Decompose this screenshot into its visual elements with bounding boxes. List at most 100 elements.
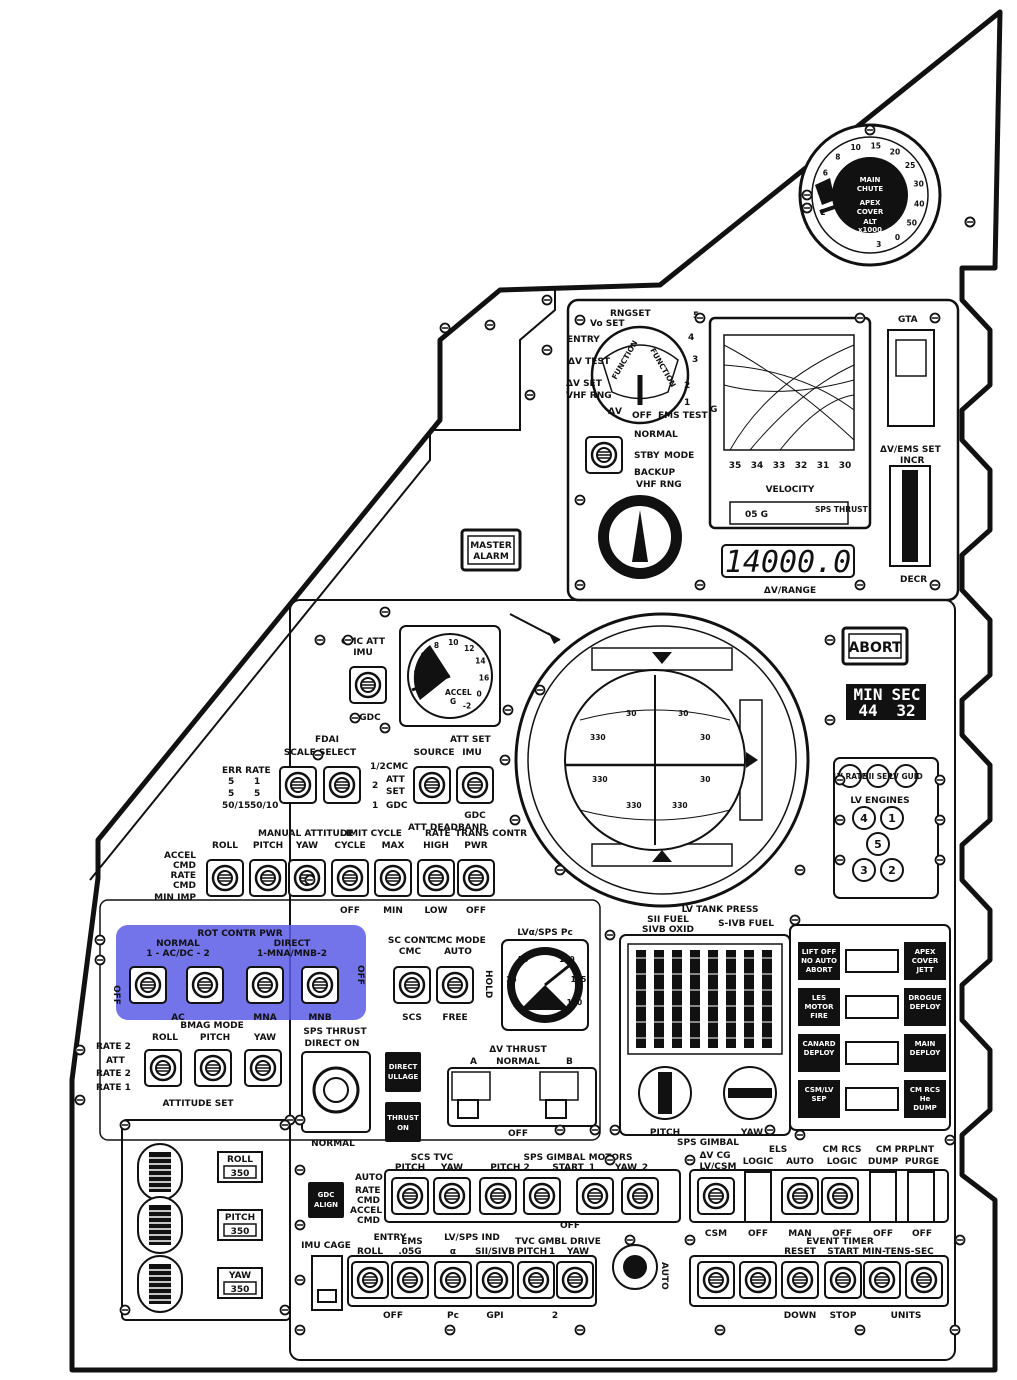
- cm-prplnt-purge-switch[interactable]: [907, 1171, 935, 1223]
- screw-icon: [934, 854, 946, 866]
- fdai-r2: 5: [228, 789, 234, 799]
- fdai-scale-toggle-2[interactable]: [322, 765, 362, 805]
- els-light-right-text: COVER: [912, 957, 939, 965]
- cm-prplnt-dump-switch[interactable]: [869, 1171, 897, 1223]
- fdai-att-set-toggle[interactable]: [455, 765, 495, 805]
- cmc-att-toggle[interactable]: [348, 665, 388, 705]
- gimbal-yaw1-toggle[interactable]: [575, 1176, 615, 1216]
- tank-meter-bar: [744, 950, 754, 1048]
- fdai-scale-toggle-1[interactable]: [278, 765, 318, 805]
- altimeter-tick: 10: [850, 143, 860, 152]
- manual-attitude-toggle[interactable]: [416, 858, 456, 898]
- screw-icon: [574, 494, 586, 506]
- screw-icon: [534, 684, 546, 696]
- ems-mode-toggle[interactable]: [584, 435, 624, 475]
- entry-05g-toggle[interactable]: [390, 1260, 430, 1300]
- dv-thrust-title: ΔV THRUST: [489, 1045, 547, 1055]
- screw-icon: [541, 344, 553, 356]
- event-timer-min-toggle[interactable]: [862, 1260, 902, 1300]
- cmc-mode-toggle[interactable]: [435, 965, 475, 1005]
- rot-contr-mnb-toggle[interactable]: [300, 965, 340, 1005]
- accel-tick: 0: [477, 690, 482, 699]
- rot-contr-ac-1-toggle[interactable]: [128, 965, 168, 1005]
- direct-ullage-button[interactable]: DIRECT ULLAGE: [385, 1052, 421, 1092]
- yaw-thumbwheel[interactable]: [137, 1255, 183, 1313]
- manual-attitude-toggle[interactable]: [205, 858, 245, 898]
- manual-attitude-left-label: ACCEL: [164, 851, 196, 861]
- scs-tvc-pitch-toggle[interactable]: [390, 1176, 430, 1216]
- els-switch-guard[interactable]: [845, 995, 899, 1019]
- screw-icon: [444, 1324, 456, 1336]
- bmag-mode-group: BMAG MODE ROLL PITCH YAW RATE 2 ATT RATE…: [96, 1021, 283, 1109]
- cm-rcs-logic-toggle[interactable]: [820, 1176, 860, 1216]
- gimbal-pitch2-toggle[interactable]: [478, 1176, 518, 1216]
- attitude-readout-label: YAW: [228, 1271, 251, 1281]
- fdai-source: SOURCE: [413, 748, 454, 758]
- els-switch-guard[interactable]: [845, 1087, 899, 1111]
- fdai-ball: 30 30 330 30 330 30 330 330: [509, 612, 810, 908]
- manual-attitude-toggle[interactable]: [373, 858, 413, 898]
- sc-cont-toggle[interactable]: [392, 965, 432, 1005]
- abort-light: ABORT: [841, 626, 909, 666]
- lv-engines-title: LV ENGINES: [850, 796, 909, 806]
- accel-tick: 16: [479, 673, 489, 682]
- screw-icon: [342, 634, 354, 646]
- roll-thumbwheel[interactable]: [137, 1143, 183, 1201]
- event-timer-start-toggle[interactable]: [823, 1260, 863, 1300]
- entry-bottom-off: OFF: [383, 1311, 403, 1321]
- bmag-roll-toggle[interactable]: [143, 1048, 183, 1088]
- event-timer-title: EVENT TIMER: [806, 1237, 874, 1247]
- accel-label: ACCEL: [445, 688, 472, 697]
- event-timer-toggle-2[interactable]: [738, 1260, 778, 1300]
- gimbal-pitch1-toggle[interactable]: [522, 1176, 562, 1216]
- fdai-source-toggle[interactable]: [412, 765, 452, 805]
- els-switch-guard[interactable]: [845, 949, 899, 973]
- event-timer-units: UNITS: [891, 1311, 922, 1321]
- tvc-yaw-toggle[interactable]: [555, 1260, 595, 1300]
- fdai-r1: 5: [228, 777, 234, 787]
- els-switch-guard[interactable]: [845, 1041, 899, 1065]
- altimeter-tick: 6: [823, 169, 828, 178]
- rot-contr-ac-2-toggle[interactable]: [185, 965, 225, 1005]
- tvc-pitch-toggle[interactable]: [516, 1260, 556, 1300]
- fdai-one: 1: [372, 801, 378, 811]
- bmag-yaw-toggle[interactable]: [243, 1048, 283, 1088]
- thrust-on-button[interactable]: THRUST ON: [385, 1102, 421, 1142]
- els-logic-switch[interactable]: [744, 1171, 772, 1223]
- imu-cage-label: IMU CAGE: [301, 1241, 351, 1251]
- entry-sii-sivb-toggle[interactable]: [475, 1260, 515, 1300]
- entry-auto-label: AUTO: [659, 1262, 669, 1290]
- rot-contr-mna-toggle[interactable]: [245, 965, 285, 1005]
- ems-dv-test-label: ΔV TEST: [568, 357, 611, 367]
- scs-tvc-yaw-toggle[interactable]: [432, 1176, 472, 1216]
- event-timer-reset-toggle[interactable]: [780, 1260, 820, 1300]
- dv-thrust-b-switch[interactable]: [545, 1099, 567, 1119]
- event-timer-sec-toggle[interactable]: [904, 1260, 944, 1300]
- dv-thrust-a-switch[interactable]: [457, 1099, 479, 1119]
- screw-icon: [694, 579, 706, 591]
- rate-low: LOW: [425, 906, 448, 916]
- screw-icon: [554, 864, 566, 876]
- scs-tvc-yaw: YAW: [440, 1163, 463, 1173]
- master-alarm-button[interactable]: MASTER ALARM: [460, 528, 522, 572]
- gdc-align-button[interactable]: GDC ALIGN: [308, 1182, 344, 1218]
- els-auto-toggle[interactable]: [780, 1176, 820, 1216]
- gimbal-yaw2-toggle[interactable]: [620, 1176, 660, 1216]
- dv-cg-toggle[interactable]: [696, 1176, 736, 1216]
- screw-icon: [834, 854, 846, 866]
- pitch-thumbwheel[interactable]: [137, 1196, 183, 1254]
- entry-alpha-toggle[interactable]: [433, 1260, 473, 1300]
- entry-roll-toggle[interactable]: [350, 1260, 390, 1300]
- bmag-pitch-toggle[interactable]: [193, 1048, 233, 1088]
- event-timer-toggle-1[interactable]: [696, 1260, 736, 1300]
- fdai-num-7: 330: [626, 801, 642, 810]
- manual-attitude-toggle[interactable]: [330, 858, 370, 898]
- manual-attitude-toggle[interactable]: [248, 858, 288, 898]
- scs-tvc-left-1: AUTO: [355, 1173, 383, 1183]
- manual-attitude-toggle[interactable]: [456, 858, 496, 898]
- fdai-gdc2: GDC: [464, 811, 486, 821]
- els-light-right-text: CM RCS: [910, 1086, 940, 1094]
